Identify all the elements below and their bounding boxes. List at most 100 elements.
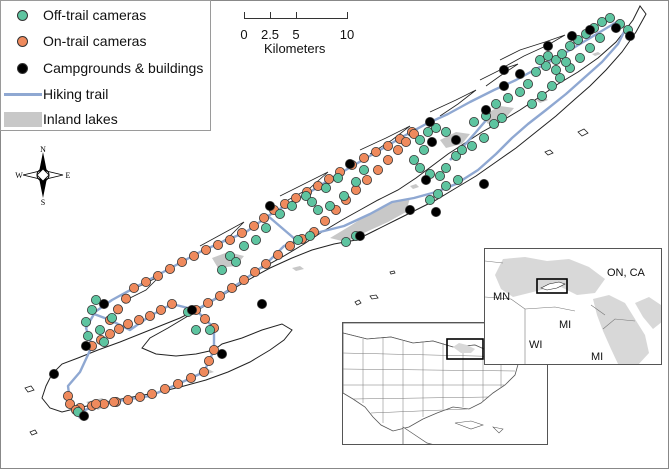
lake-sargent: [482, 106, 514, 124]
scale-tick-label: 2.5: [260, 27, 280, 42]
off-trail-camera: [358, 164, 369, 175]
compass-east: E: [66, 171, 71, 180]
off-trail-camera: [81, 316, 92, 327]
off-trail-camera: [551, 55, 562, 66]
legend-label: On-trail cameras: [43, 33, 147, 49]
on-trail-camera: [290, 192, 301, 203]
on-trail-camera: [258, 212, 269, 223]
off-trail-camera: [320, 182, 331, 193]
on-trail-camera: [272, 249, 283, 260]
off-trail-camera: [216, 264, 227, 275]
label-wi: WI: [529, 339, 543, 351]
off-trail-camera: [488, 119, 499, 130]
islets: [24, 128, 589, 436]
off-trail-camera: [440, 162, 451, 173]
on-trail-camera: [370, 146, 381, 157]
off-trail-camera: [432, 188, 443, 199]
off-trail-camera: [408, 154, 419, 165]
legend-label: Hiking trail: [43, 86, 109, 102]
off-trail-camera: [312, 204, 323, 215]
on-trail-camera: [372, 164, 383, 175]
off-trail-camera: [597, 16, 608, 27]
off-trail-camera: [107, 312, 118, 323]
campground-marker: [344, 158, 355, 169]
off-trail-camera: [87, 304, 98, 315]
label-on-ca: ON, CA: [607, 267, 645, 279]
off-trail-camera: [91, 294, 102, 305]
campground-marker: [480, 105, 491, 116]
on-trail-camera: [226, 282, 237, 293]
off-trail-camera: [502, 93, 513, 104]
off-trail-camera: [537, 91, 548, 102]
off-trail-camera: [414, 162, 425, 173]
off-trail-camera: [543, 51, 554, 62]
on-trail-camera: [214, 290, 225, 301]
off-trail-camera: [490, 99, 501, 110]
on-trail-camera: [123, 318, 134, 329]
legend-item-lakes: Inland lakes: [1, 109, 118, 129]
legend-item-off-trail: Off-trail cameras: [1, 5, 146, 25]
on-trail-camera: [199, 313, 210, 324]
scale-unit: Kilometers: [264, 41, 326, 56]
on-trail-camera: [65, 398, 76, 409]
on-trail-camera: [202, 297, 213, 308]
off-trail-camera: [450, 150, 461, 161]
off-trail-camera: [531, 67, 542, 78]
label-mi-lower: MI: [591, 351, 604, 363]
off-trail-camera: [95, 324, 106, 335]
off-trail-camera: [286, 200, 297, 211]
on-trail-camera: [200, 244, 211, 255]
off-trail-camera: [555, 73, 566, 84]
off-trail-camera: [350, 176, 361, 187]
campground-marker: [611, 22, 622, 33]
scale-tick: [296, 12, 297, 19]
off-trail-camera: [523, 79, 534, 90]
campground-marker: [354, 230, 365, 241]
off-trail-camera: [414, 134, 425, 145]
on-trail-camera: [176, 256, 187, 267]
campground-marker: [426, 136, 437, 147]
campground-marker: [404, 204, 415, 215]
off-trail-camera: [424, 194, 435, 205]
off-trail-camera: [456, 144, 467, 155]
on-trail-camera: [155, 304, 166, 315]
off-trail-camera: [304, 230, 315, 241]
inset-extent-box: [446, 338, 484, 360]
label-mn: MN: [493, 291, 511, 303]
campground-marker: [515, 69, 526, 80]
on-trail-camera: [91, 398, 102, 409]
off-trail-camera: [238, 240, 249, 251]
campground-marker: [567, 30, 578, 41]
off-trail-camera: [306, 196, 317, 207]
on-trail-camera: [249, 266, 260, 277]
legend-label: Off-trail cameras: [43, 7, 147, 23]
study-area-box: [536, 278, 568, 294]
off-trail-camera: [430, 123, 441, 134]
off-trail-camera: [557, 49, 568, 60]
on-trail-camera: [188, 250, 199, 261]
off-trail-camera: [595, 33, 606, 44]
on-trail-camera: [382, 154, 393, 165]
compass-rose-icon: N S W E: [15, 145, 71, 206]
off-trail-camera: [478, 132, 489, 143]
off-trail-camera: [292, 234, 303, 245]
off-trail-camera: [527, 99, 538, 110]
on-trail-camera: [203, 355, 214, 366]
on-trail-camera: [140, 276, 151, 287]
on-trail-camera: [123, 394, 134, 405]
off-trail-camera: [452, 174, 463, 185]
on-trail-camera: [361, 174, 372, 185]
off-trail-camera: [204, 324, 215, 335]
off-trail-camera: [515, 87, 526, 98]
off-trail-camera: [468, 117, 479, 128]
off-trail-camera: [332, 172, 343, 183]
great-lakes-inset: MN ON, CA WI MI MI: [484, 248, 662, 365]
campground-marker: [420, 174, 431, 185]
off-trail-camera: [547, 81, 558, 92]
label-mi-upper: MI: [559, 319, 572, 331]
campground-marker: [543, 41, 554, 52]
on-trail-camera: [238, 274, 249, 285]
off-trail-camera: [434, 170, 445, 181]
trail-line-icon: [4, 92, 42, 96]
